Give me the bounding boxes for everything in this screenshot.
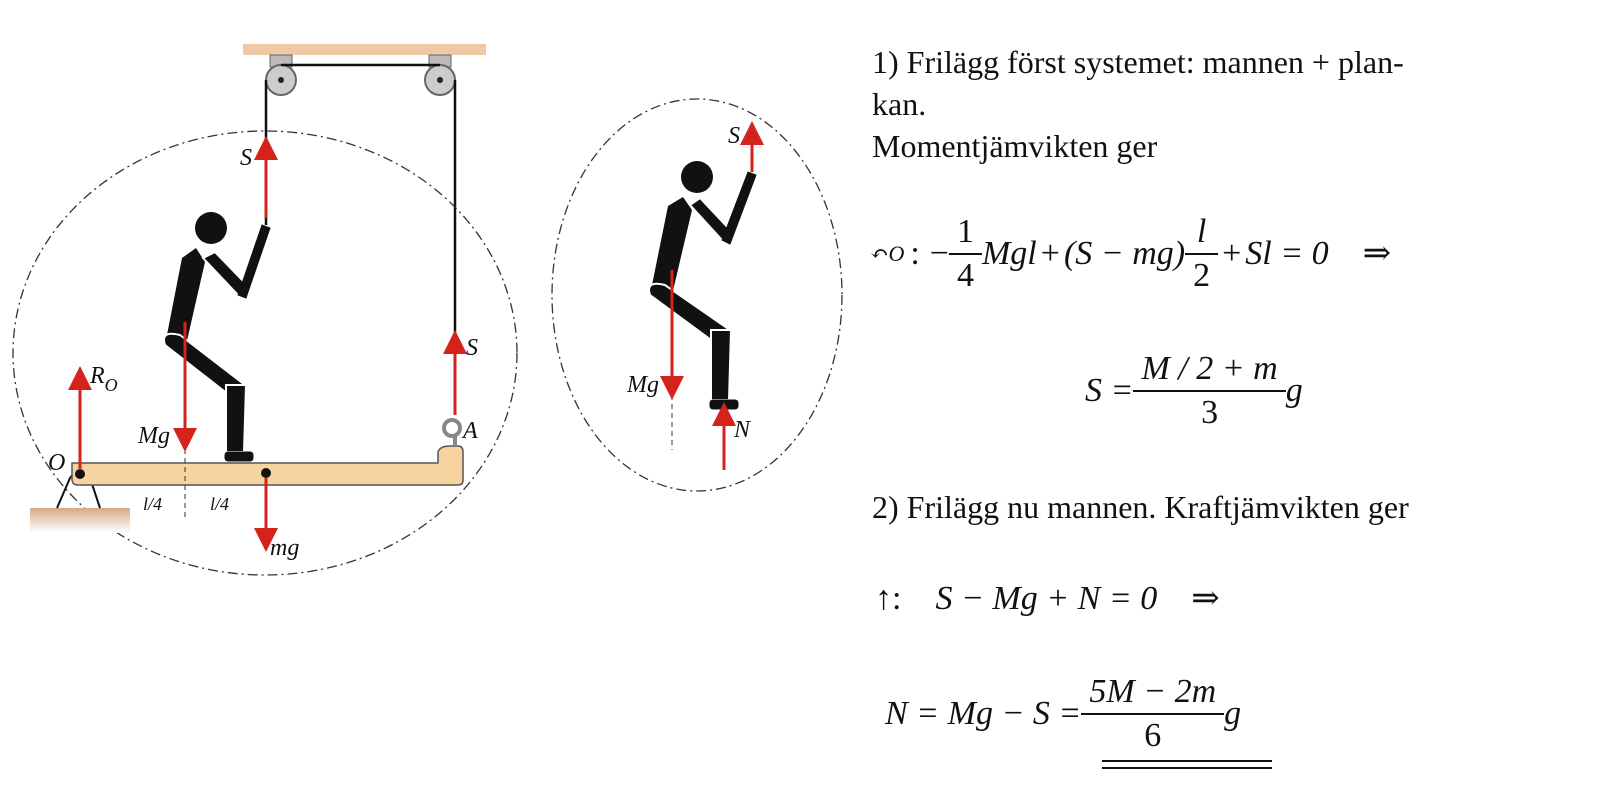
moment-arrow-icon: ↶: [870, 241, 889, 266]
result-double-underline: [1102, 760, 1272, 769]
man-figure-isolated: [648, 161, 757, 410]
label-S: S: [466, 335, 478, 361]
step2-text: 2) Frilägg nu mannen. Kraftjämvikten ger: [872, 489, 1409, 525]
eye-bolt: [442, 418, 462, 446]
label-mg: mg: [270, 535, 299, 561]
label-Mg: Mg: [626, 372, 659, 398]
pulley-left: [265, 54, 297, 96]
label-N: N: [733, 417, 752, 443]
label-Mg: Mg: [137, 423, 170, 449]
label-quarter: l/4: [143, 494, 162, 514]
force-equation: ↑: S − Mg + N = 0 ⇒: [875, 580, 1220, 617]
man-boundary: [551, 98, 843, 492]
ground: [30, 508, 130, 533]
step1-text: kan.: [872, 86, 927, 122]
plank: [71, 445, 464, 486]
label-O: O: [48, 450, 65, 476]
ceiling: [243, 44, 486, 55]
system-boundary: [12, 130, 518, 576]
label-S: S: [728, 123, 740, 149]
pulley-right: [424, 54, 456, 96]
man-figure: [163, 212, 271, 462]
label-S: S: [240, 145, 252, 171]
step1-text: 1) Frilägg först systemet: mannen + plan…: [872, 44, 1404, 80]
label-R: RO: [89, 363, 118, 395]
free-body-diagram: S S RO Mg mg O A l/4 l/4 S Mg N: [12, 44, 843, 576]
step1-text: Momentjämvikten ger: [872, 128, 1158, 164]
rope: [264, 63, 457, 415]
label-quarter: l/4: [210, 494, 229, 514]
label-A: A: [461, 418, 478, 444]
